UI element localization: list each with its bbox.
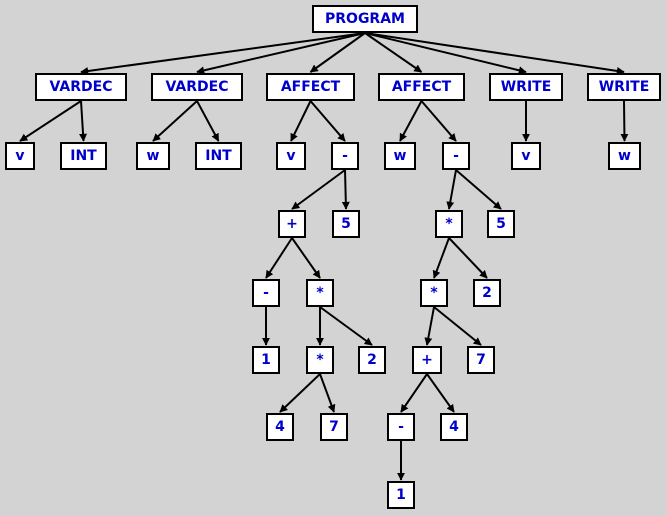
node-number: 7 (467, 346, 495, 374)
node-write-v: WRITE (489, 73, 563, 101)
tree-edge-affect1_mul2-affect1_7 (319, 373, 336, 413)
node-v: v (276, 142, 306, 170)
tree-edge-vardec1-vardec1_int (79, 100, 88, 142)
node-number: 2 (473, 279, 501, 307)
node-operator-minus: - (442, 142, 470, 170)
node-affect-w: AFFECT (378, 73, 465, 101)
node-affect-v: AFFECT (266, 73, 355, 101)
tree-edge-affect1_plus-affect1_neg (265, 237, 293, 279)
node-int: INT (195, 142, 242, 170)
node-number: 2 (358, 346, 386, 374)
tree-edge-vardec2-vardec2_w (152, 100, 198, 142)
tree-edge-affect2_mul2-affect2_7 (433, 306, 482, 346)
tree-edge-vardec2-vardec2_int (196, 100, 220, 142)
node-number: 5 (487, 210, 515, 238)
node-int: INT (60, 142, 107, 170)
node-number: 1 (252, 346, 280, 374)
tree-edge-affect1_plus-affect1_mul (291, 237, 321, 279)
tree-edge-affect1_minus-affect1_plus (291, 169, 346, 210)
node-number: 5 (332, 210, 360, 238)
node-operator-multiply: * (420, 279, 448, 307)
tree-edge-write2-write2_w (620, 100, 629, 142)
node-write-w: WRITE (587, 73, 661, 101)
node-operator-minus: - (252, 279, 280, 307)
node-number: 7 (320, 413, 348, 441)
tree-edge-affect2_plus-affect2_4 (426, 373, 455, 413)
node-operator-multiply: * (435, 210, 463, 238)
tree-edge-affect2_mul2-affect2_plus (424, 306, 435, 346)
tree-edge-affect1_minus-affect1_5 (341, 169, 350, 210)
node-operator-multiply: * (306, 279, 334, 307)
node-number: 4 (440, 413, 468, 441)
tree-edge-vardec1-vardec1_v (19, 100, 82, 142)
node-w: w (608, 142, 641, 170)
tree-edge-affect2_mul-affect2_2 (448, 237, 488, 279)
node-number: 1 (387, 481, 415, 509)
node-operator-minus: - (331, 142, 359, 170)
tree-edge-affect2_minus-affect2_mul (446, 169, 457, 210)
tree-edge-affect2_minus-affect2_5 (455, 169, 502, 210)
tree-edge-affect1-affect1_minus (309, 100, 346, 142)
tree-edge-program-write2 (364, 32, 625, 75)
tree-edge-affect2-affect2_minus (420, 100, 457, 142)
tree-edge-program-write1 (364, 32, 527, 75)
tree-edge-program-vardec1 (80, 32, 366, 75)
node-w: w (136, 142, 170, 170)
node-w: w (384, 142, 416, 170)
tree-edge-program-affect2 (364, 32, 423, 73)
node-v: v (511, 142, 541, 170)
node-operator-plus: + (412, 346, 442, 374)
tree-edge-program-vardec2 (196, 32, 366, 75)
tree-edge-affect2_plus-affect2_neg (400, 373, 428, 413)
tree-edge-affect1-affect1_v (290, 100, 312, 142)
tree-edge-affect1_mul-affect1_2 (319, 306, 373, 346)
node-vardec-w: VARDEC (151, 73, 243, 101)
node-operator-multiply: * (306, 346, 334, 374)
node-operator-plus: + (278, 210, 306, 238)
node-operator-minus: - (387, 413, 415, 441)
node-vardec-v: VARDEC (35, 73, 127, 101)
tree-edge-program-affect1 (309, 32, 366, 73)
node-number: 4 (266, 413, 294, 441)
node-v: v (5, 142, 35, 170)
tree-edge-affect1_mul2-affect1_4 (279, 373, 321, 413)
tree-edge-affect2-affect2_w (399, 100, 423, 142)
tree-edge-affect2_mul-affect2_mul2 (432, 237, 450, 279)
node-program: PROGRAM (312, 5, 418, 33)
